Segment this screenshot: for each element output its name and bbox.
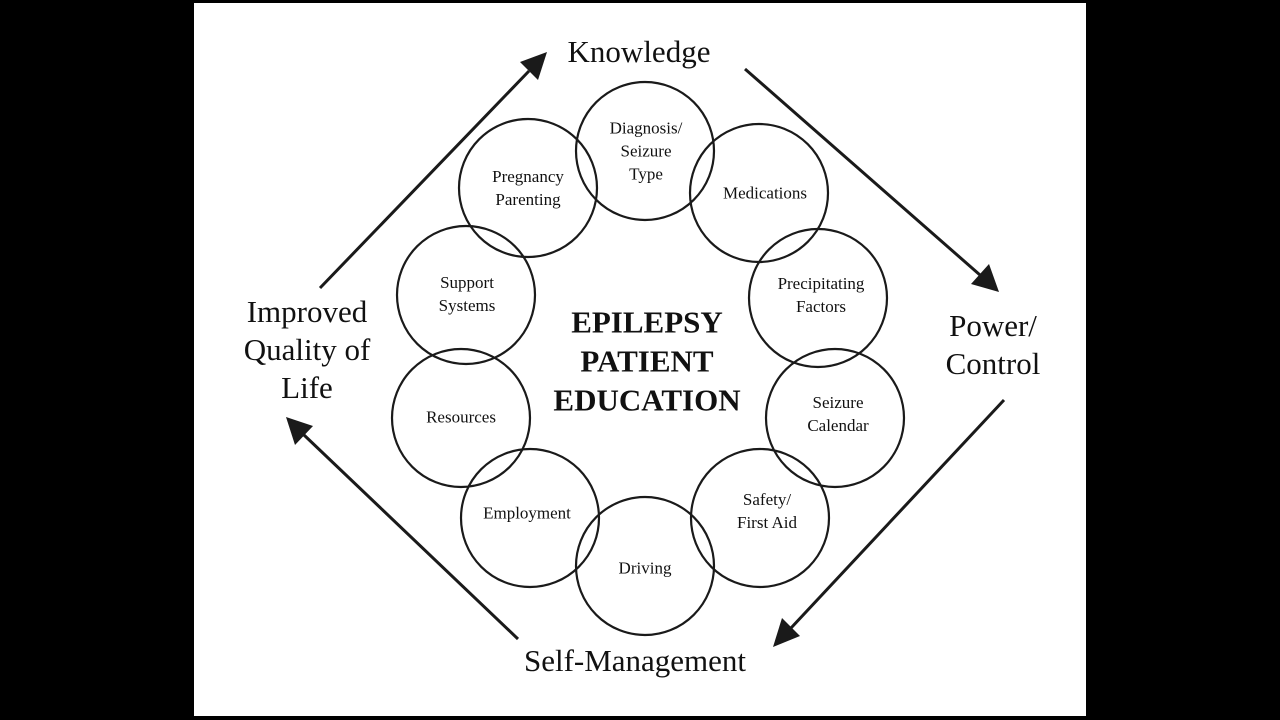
topic-circle-precipitating — [747, 227, 889, 369]
cycle-arrows — [286, 52, 1006, 647]
topic-circles — [390, 80, 906, 637]
topic-label-medications: Medications — [723, 182, 807, 205]
topic-line: Driving — [618, 558, 672, 578]
center-title: EPILEPSY PATIENT EDUCATION — [553, 303, 740, 420]
topic-label-diagnosis: Diagnosis/ Seizure Type — [610, 117, 683, 186]
topic-circle-calendar — [764, 347, 906, 489]
center-title-line-3: EDUCATION — [553, 382, 741, 418]
topic-line: Precipitating — [777, 274, 865, 293]
cycle-label-power-control: Power/ Control — [946, 307, 1041, 383]
topic-line: Employment — [483, 503, 571, 523]
topic-label-calendar: Seizure Calendar — [807, 391, 868, 437]
topic-line: Parenting — [495, 190, 561, 209]
topic-line: Medications — [722, 183, 808, 203]
cycle-label-quality-of-life: Improved Quality of Life — [244, 293, 371, 407]
cycle-label-self-management: Self-Management — [524, 642, 746, 680]
arrow-to-knowledge-line — [318, 69, 531, 290]
topic-line: Safety/ — [742, 490, 792, 509]
topic-label-employment: Employment — [483, 502, 571, 525]
topic-label-precipitating: Precipitating Factors — [778, 272, 865, 318]
topic-circle-driving — [574, 495, 716, 637]
cycle-line: Quality of — [243, 332, 371, 367]
topic-label-driving: Driving — [619, 557, 672, 580]
topic-line: Diagnosis/ — [609, 118, 683, 138]
topic-circle-pregnancy — [457, 117, 599, 259]
arrow-to-quality-head — [286, 417, 313, 445]
arrow-to-power-line — [744, 67, 981, 277]
topic-circle-support — [395, 224, 537, 366]
cycle-line: Power/ — [949, 308, 1037, 343]
topic-label-resources: Resources — [426, 406, 496, 429]
topic-circle-safety — [689, 447, 831, 589]
diagram-panel: EPILEPSY PATIENT EDUCATION Diagnosis/ Se… — [194, 3, 1086, 716]
arrow-to-self-management-head — [773, 618, 800, 647]
topic-circle-employment — [459, 447, 601, 589]
cycle-line: Self-Management — [523, 643, 747, 678]
topic-line: Type — [629, 164, 663, 184]
topic-line: Factors — [795, 297, 847, 316]
cycle-label-knowledge: Knowledge — [568, 33, 711, 71]
cycle-line: Life — [281, 370, 333, 405]
topic-line: Pregnancy — [492, 167, 564, 186]
center-title-line-2: PATIENT — [580, 343, 714, 379]
arrow-to-knowledge-head — [520, 52, 547, 80]
diagram-svg — [286, 52, 1006, 647]
cycle-line: Knowledge — [567, 34, 711, 69]
arrow-to-power-head — [971, 264, 999, 292]
topic-circle-resources — [390, 347, 532, 489]
topic-label-pregnancy: Pregnancy Parenting — [492, 165, 564, 211]
topic-label-safety: Safety/ First Aid — [737, 488, 797, 534]
cycle-line: Control — [945, 346, 1041, 381]
arrow-to-self-management-line — [789, 398, 1006, 630]
topic-label-support: Support Systems — [439, 271, 496, 317]
center-title-line-1: EPILEPSY — [571, 304, 723, 340]
topic-line: Support — [440, 273, 494, 292]
arrow-to-quality-line — [302, 433, 520, 641]
topic-line: First Aid — [737, 513, 797, 532]
topic-line: Seizure — [812, 393, 864, 412]
topic-line: Systems — [438, 296, 496, 315]
topic-line: Calendar — [807, 416, 869, 435]
cycle-line: Improved — [246, 294, 368, 329]
topic-circle-diagnosis — [574, 80, 716, 222]
topic-line: Seizure — [620, 141, 672, 161]
topic-line: Resources — [426, 407, 496, 427]
